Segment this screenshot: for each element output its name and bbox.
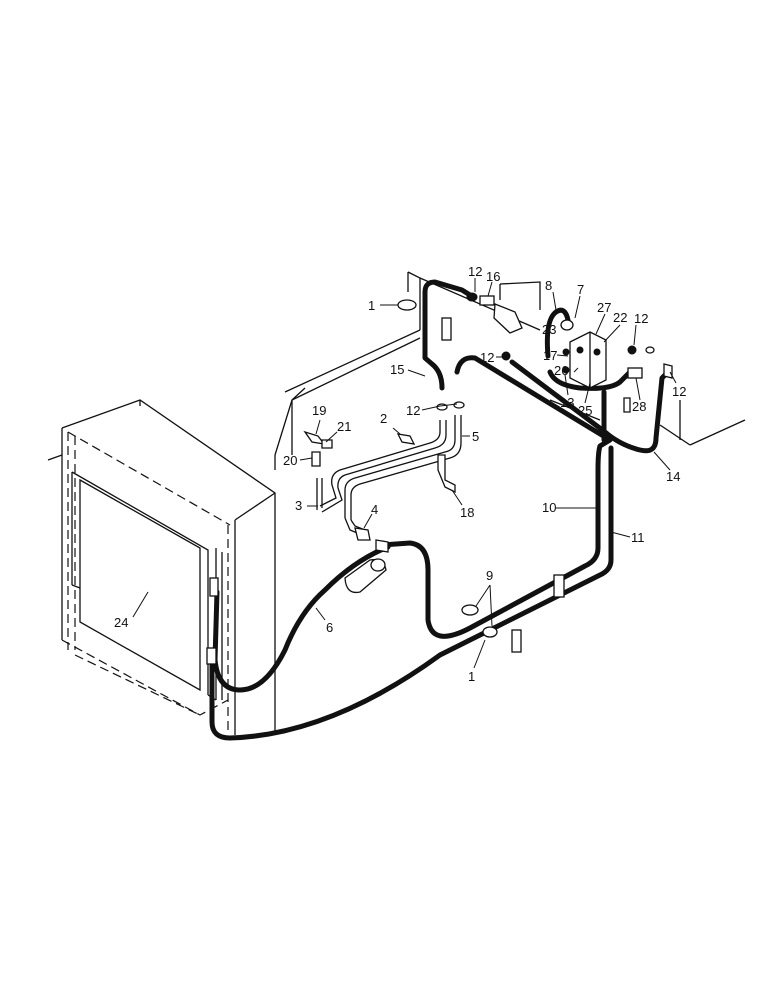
callout-12-far-right: 12 [672,384,686,399]
hose-15 [422,279,473,391]
clamp-9-a [461,604,479,616]
hose-10 [379,355,613,639]
callout-23: 23 [542,322,556,337]
callout-26: 26 [554,363,568,378]
callout-15: 15 [390,362,404,377]
fitting-4 [354,527,371,541]
valve-body [493,303,523,334]
callout-20: 20 [283,453,297,468]
adapter-28 [627,367,643,379]
callout-18: 18 [460,505,474,520]
callout-12-mid: 12 [480,350,494,365]
hose-14 [509,359,671,454]
radiator-housing [47,399,276,735]
manifold-block [569,331,607,389]
fittings [206,292,673,665]
callout-24: 24 [114,615,128,630]
callout-21: 21 [337,419,351,434]
callout-12-right: 12 [634,311,648,326]
callout-12-lower: 12 [406,403,420,418]
callout-16: 16 [486,269,500,284]
leader-lines [132,278,677,669]
machine-frame [274,271,746,470]
elbow-2 [396,433,416,445]
callout-27: 27 [597,300,611,315]
fitting-12-top [466,292,478,302]
callout-6: 6 [326,620,333,635]
bracket-18 [437,454,456,494]
callout-1-upper: 1 [368,298,375,313]
callout-2: 2 [380,411,387,426]
tee-19 [303,430,326,445]
callout-4: 4 [371,502,378,517]
callout-19: 19 [312,403,326,418]
fitting-20 [311,451,321,467]
hose-6 [212,544,391,693]
callout-12-top: 12 [468,264,482,279]
callout-14: 14 [666,469,680,484]
callout-9: 9 [486,568,493,583]
hose-8 [544,307,571,359]
callout-8: 8 [545,278,552,293]
clamp-9-b [482,626,498,638]
callout-25: 25 [578,403,592,418]
orifice-23 [560,319,574,331]
callout-5: 5 [472,429,479,444]
callout-22: 22 [613,310,627,325]
hose-13 [547,369,633,391]
callout-11: 11 [631,530,645,545]
callout-17: 17 [543,348,557,363]
support-block [441,317,452,341]
callout-7: 7 [577,282,584,297]
callout-10: 10 [542,500,556,515]
callout-3: 3 [295,498,302,513]
clamp-1-upper [397,299,417,311]
callout-labels: 1 12 16 8 7 27 23 22 12 12 17 26 15 13 2… [114,264,686,684]
callout-28: 28 [632,399,646,414]
adapter-16 [479,295,495,306]
callout-13: 13 [560,395,574,410]
callout-1-lower: 1 [468,669,475,684]
